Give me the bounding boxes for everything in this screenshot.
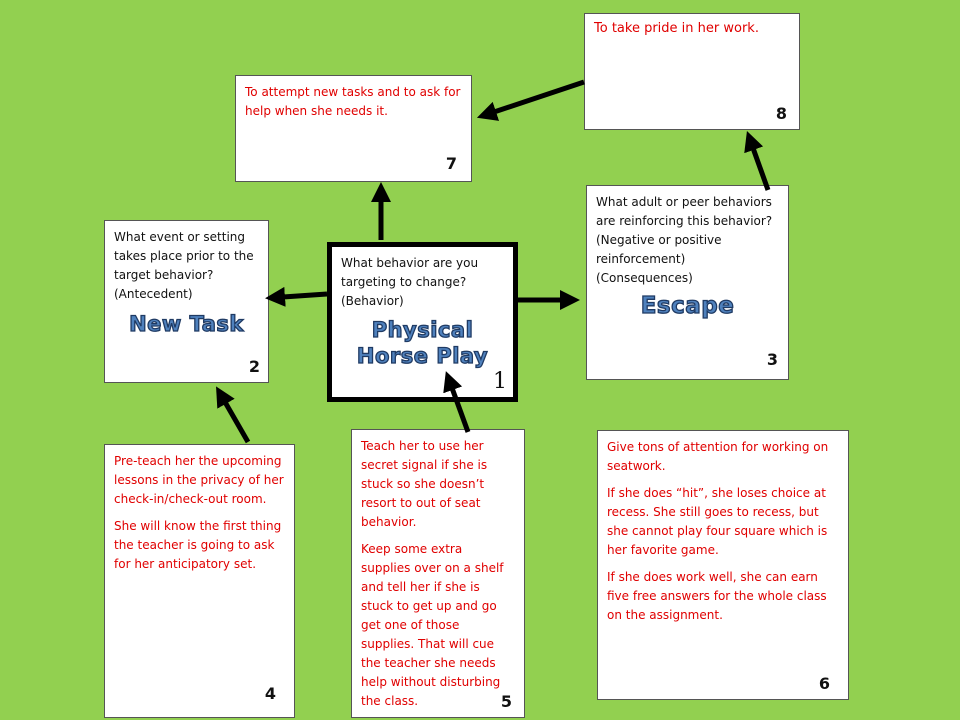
arrow-consequence-to-box-8	[744, 131, 771, 191]
arrow-box-8-to-box-7	[476, 79, 585, 121]
box-4-number: 4	[264, 684, 276, 703]
box-4-paragraph-1: Pre-teach her the upcoming lessons in th…	[114, 454, 284, 506]
box-5-strategy: Teach her to use her secret signal if sh…	[351, 429, 525, 718]
arrow-behavior-to-antecedent	[265, 286, 328, 307]
antecedent-number: 2	[248, 357, 260, 376]
behavior-box: What behavior are you targeting to chang…	[327, 242, 518, 402]
behavior-answer: Physical Horse Play	[356, 317, 489, 368]
box-6-strategy: Give tons of attention for working on se…	[597, 430, 849, 700]
arrow-box-5-to-behavior	[443, 371, 471, 433]
box-7-text: To attempt new tasks and to ask for help…	[245, 85, 461, 118]
consequence-question: What adult or peer behaviors are reinfor…	[596, 195, 773, 285]
box-8-long-term-goal: To take pride in her work. 8	[584, 13, 800, 130]
box-5-number: 5	[500, 692, 512, 711]
box-4-paragraph-2: She will know the first thing the teache…	[114, 519, 282, 571]
consequence-number: 3	[766, 350, 778, 369]
box-5-paragraph-1: Teach her to use her secret signal if sh…	[361, 439, 488, 529]
box-6-paragraph-2: If she does “hit”, she loses choice at r…	[607, 486, 828, 557]
box-6-paragraph-3: If she does work well, she can earn five…	[607, 570, 827, 622]
antecedent-question: What event or setting takes place prior …	[114, 230, 254, 301]
antecedent-answer: New Task	[128, 312, 244, 336]
consequence-answer: Escape	[640, 293, 735, 319]
arrow-box-4-to-antecedent	[216, 386, 251, 444]
box-7-number: 7	[445, 154, 457, 173]
behavior-number: 1	[493, 369, 507, 394]
box-5-paragraph-2: Keep some extra supplies over on a shelf…	[361, 542, 504, 708]
box-8-number: 8	[775, 104, 787, 123]
behavior-question: What behavior are you targeting to chang…	[341, 256, 479, 308]
box-6-paragraph-1: Give tons of attention for working on se…	[607, 440, 829, 473]
antecedent-box: What event or setting takes place prior …	[104, 220, 269, 383]
box-7-goal: To attempt new tasks and to ask for help…	[235, 75, 472, 182]
box-8-text: To take pride in her work.	[594, 21, 759, 36]
box-6-number: 6	[818, 674, 830, 693]
box-4-strategy: Pre-teach her the upcoming lessons in th…	[104, 444, 295, 718]
consequence-box: What adult or peer behaviors are reinfor…	[586, 185, 789, 380]
